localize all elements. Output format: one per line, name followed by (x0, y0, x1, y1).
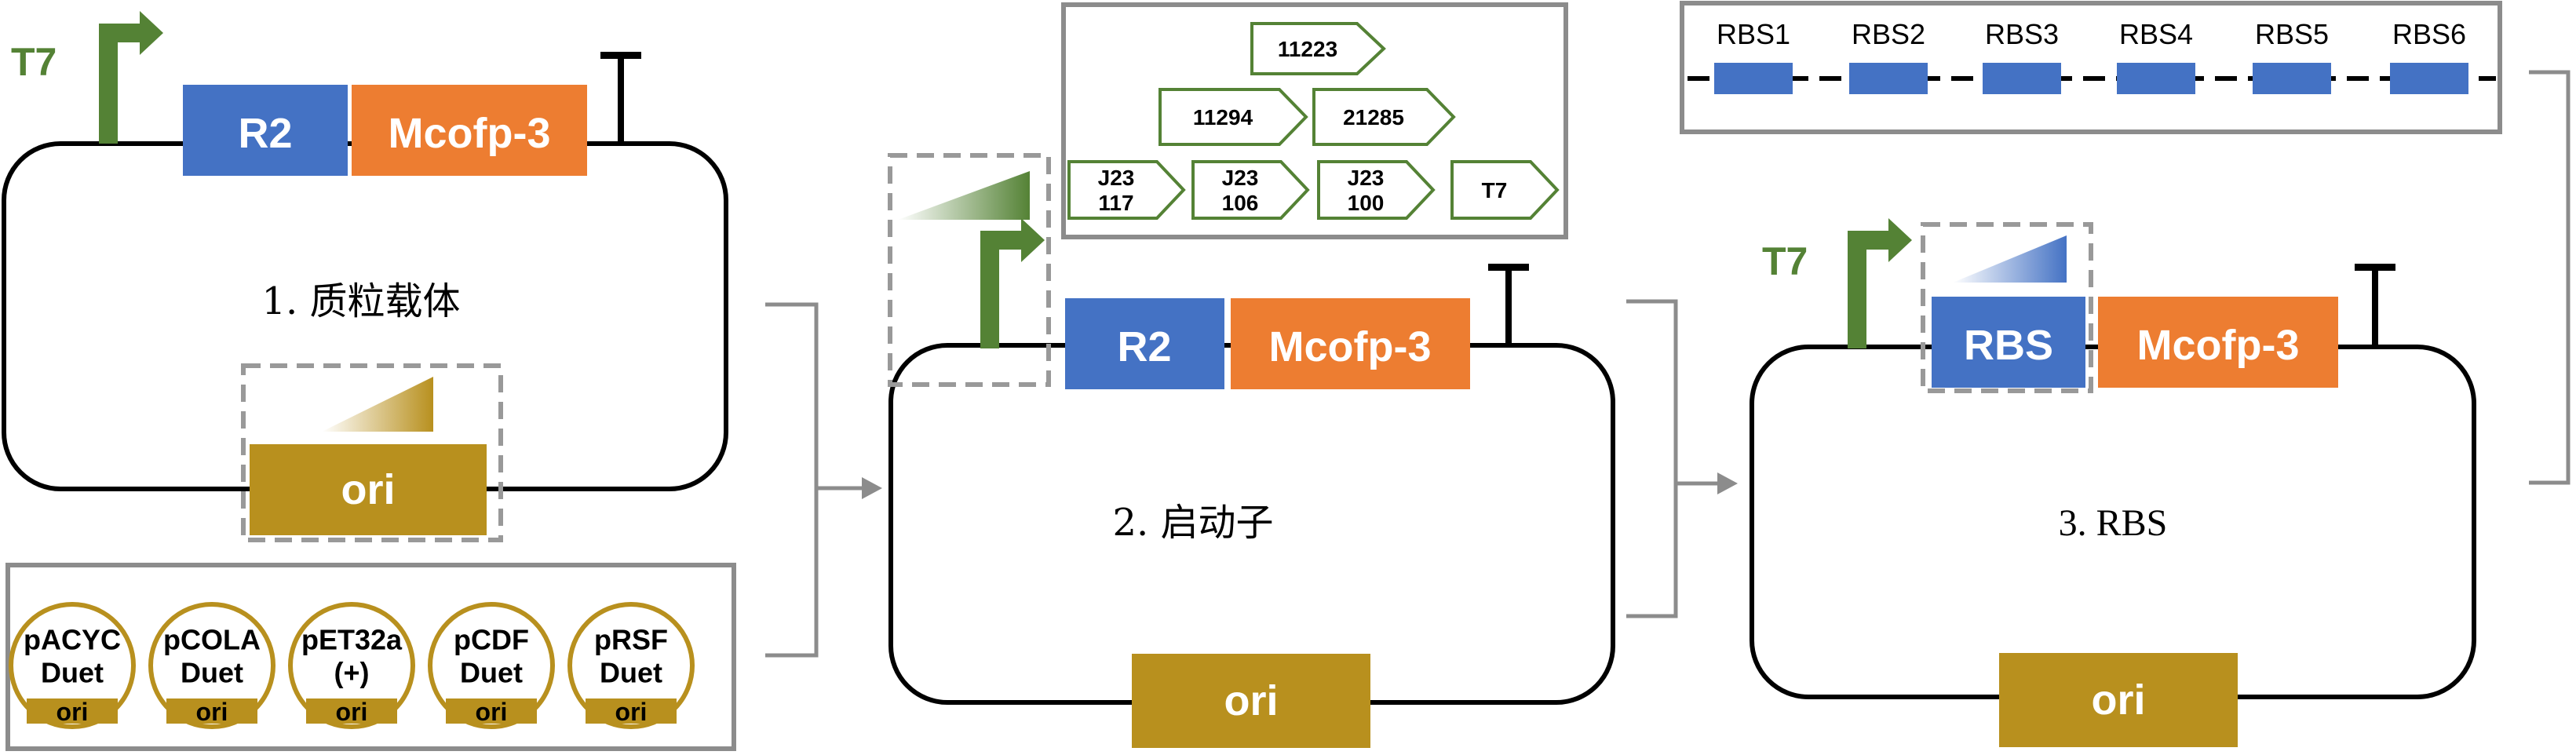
reporter-gene-box-3 (2098, 297, 2338, 388)
ori-strength-gradient-icon (322, 377, 433, 432)
rbs-box (1932, 297, 2085, 388)
promoter-variant-label: 11294 (1193, 105, 1253, 129)
r2-label-1: R2 (238, 110, 292, 157)
reporter-gene-box-2 (1231, 298, 1470, 389)
r2-label-2: R2 (1117, 323, 1171, 370)
origin-variant-item: pET32a(+) ori (288, 602, 415, 729)
rbs-variant-label: RBS2 (1852, 18, 1925, 50)
origin-variant-ori-label: ori (615, 698, 648, 726)
promoter-variant-item: 21285 (1312, 88, 1456, 146)
ori-box-2 (1132, 654, 1370, 748)
rbs-strength-gradient-icon (1953, 235, 2067, 283)
ori-label-2: ori (1224, 677, 1278, 724)
rbs-label: RBS (1964, 322, 2053, 369)
rbs-variant-label: RBS5 (2255, 18, 2329, 50)
ori-label-1: ori (341, 466, 395, 513)
reporter-label-3: Mcofp-3 (2137, 322, 2300, 369)
rbs-variant-item: RBS5 (2253, 18, 2331, 94)
terminator-icon (600, 52, 641, 144)
step-label-1: 1. 质粒载体 (261, 279, 460, 323)
rbs-variant-item: RBS3 (1983, 18, 2061, 94)
rbs-variant-label: RBS4 (2119, 18, 2193, 50)
promoter-variant-item: 11294 (1158, 88, 1308, 146)
connector-bracket-2 (1626, 299, 1719, 618)
connector-arrow-icon-2 (1717, 472, 1738, 494)
promoter-variant-label: 11223 (1278, 37, 1337, 61)
rbs-variant-item: RBS6 (2390, 18, 2468, 94)
rbs-variant-item: RBS2 (1849, 18, 1928, 94)
connector-bracket-3 (2529, 70, 2571, 485)
promoter-arrow-icon (980, 218, 1045, 348)
reporter-gene-box-1 (352, 85, 587, 176)
rbs-variant-label: RBS6 (2392, 18, 2466, 50)
promoter-variant-label: 21285 (1343, 105, 1404, 129)
ori-box-3 (1999, 653, 2238, 747)
rbs-list: RBS1 RBS2 RBS3 RBS4 RBS5 RBS6 (1714, 18, 2468, 94)
ori-box-1 (250, 444, 487, 535)
reporter-label-2: Mcofp-3 (1269, 323, 1432, 370)
rbs-variant-item: RBS4 (2117, 18, 2195, 94)
t7-label-3: T7 (1762, 239, 1808, 283)
promoter-variant-item: T7 (1450, 160, 1560, 220)
reporter-label-1: Mcofp-3 (389, 110, 551, 157)
origin-variant-ori-label: ori (476, 698, 508, 726)
promoter-arrow-icon (99, 11, 163, 144)
promoter-strength-gradient-icon (898, 171, 1030, 220)
promoter-variant-label: T7 (1482, 178, 1508, 202)
origin-variant-name: pET32a(+) (301, 624, 403, 689)
panel-2-promoter: R2 Mcofp-3 2. 启动子 ori 11223 11294 21285J23… (888, 2, 1615, 748)
r2-gene-box-2 (1065, 298, 1224, 389)
rbs-variant-panel (1680, 1, 2502, 134)
connector-arrow-icon-1 (862, 477, 882, 499)
rbs-dashed-selection-box (1921, 222, 2093, 393)
rbs-variant-label: RBS3 (1985, 18, 2059, 50)
terminator-icon (1488, 264, 1529, 348)
promoter-variant-item: 11223 (1250, 22, 1386, 75)
rbs-variant-item: RBS1 (1714, 18, 1793, 94)
step-label-2: 2. 启动子 (1112, 501, 1273, 545)
terminator-icon (2355, 264, 2395, 348)
promoter-dashed-selection-box (888, 153, 1051, 387)
ori-label-3: ori (2091, 677, 2145, 724)
ori-dashed-selection-box (241, 363, 503, 542)
connector-bracket-1 (765, 302, 863, 658)
r2-gene-box-1 (183, 85, 348, 176)
promoter-arrow-icon (1848, 218, 1912, 348)
origin-variant-ori-label: ori (196, 698, 228, 726)
origin-variant-ori-label: ori (57, 698, 89, 726)
origin-variant-ori-label: ori (336, 698, 368, 726)
t7-label-1: T7 (11, 40, 57, 84)
rbs-variant-label: RBS1 (1717, 18, 1790, 50)
step-label-3: 3. RBS (2059, 502, 2168, 544)
